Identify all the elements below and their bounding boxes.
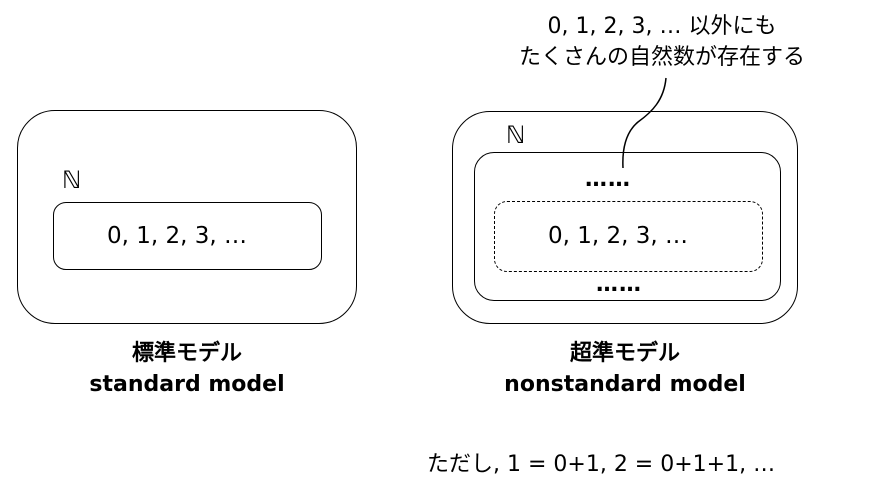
- standard-caption: 標準モデル standard model: [17, 338, 357, 400]
- standard-naturals-symbol: ℕ: [62, 166, 82, 194]
- standard-numbers-box: [53, 202, 322, 270]
- standard-title-en: standard model: [89, 372, 285, 397]
- nonstandard-title-en: nonstandard model: [504, 372, 746, 397]
- standard-part-dashed-box: [494, 201, 763, 272]
- nonstandard-dots-top: ……: [585, 167, 631, 192]
- footnote: ただし, 1 = 0+1, 2 = 0+1+1, …: [427, 452, 776, 477]
- callout-line-2: たくさんの自然数が存在する: [518, 45, 805, 70]
- nonstandard-caption: 超準モデル nonstandard model: [452, 338, 798, 400]
- nonstandard-title-jp: 超準モデル: [569, 341, 680, 366]
- standard-model-outer-box: [17, 110, 357, 324]
- callout-line-1: 0, 1, 2, 3, … 以外にも: [547, 14, 777, 39]
- nonstandard-dots-bottom: ……: [596, 272, 642, 297]
- nonstandard-number-sequence: 0, 1, 2, 3, …: [548, 223, 689, 249]
- nonstandard-naturals-symbol: ℕ: [506, 121, 526, 149]
- nonstandard-model-outer-box: [452, 111, 798, 324]
- callout-text: 0, 1, 2, 3, … 以外にも たくさんの自然数が存在する: [490, 11, 834, 73]
- standard-title-jp: 標準モデル: [131, 341, 242, 366]
- nonstandard-inner-box: [474, 152, 781, 301]
- standard-number-sequence: 0, 1, 2, 3, …: [107, 223, 248, 249]
